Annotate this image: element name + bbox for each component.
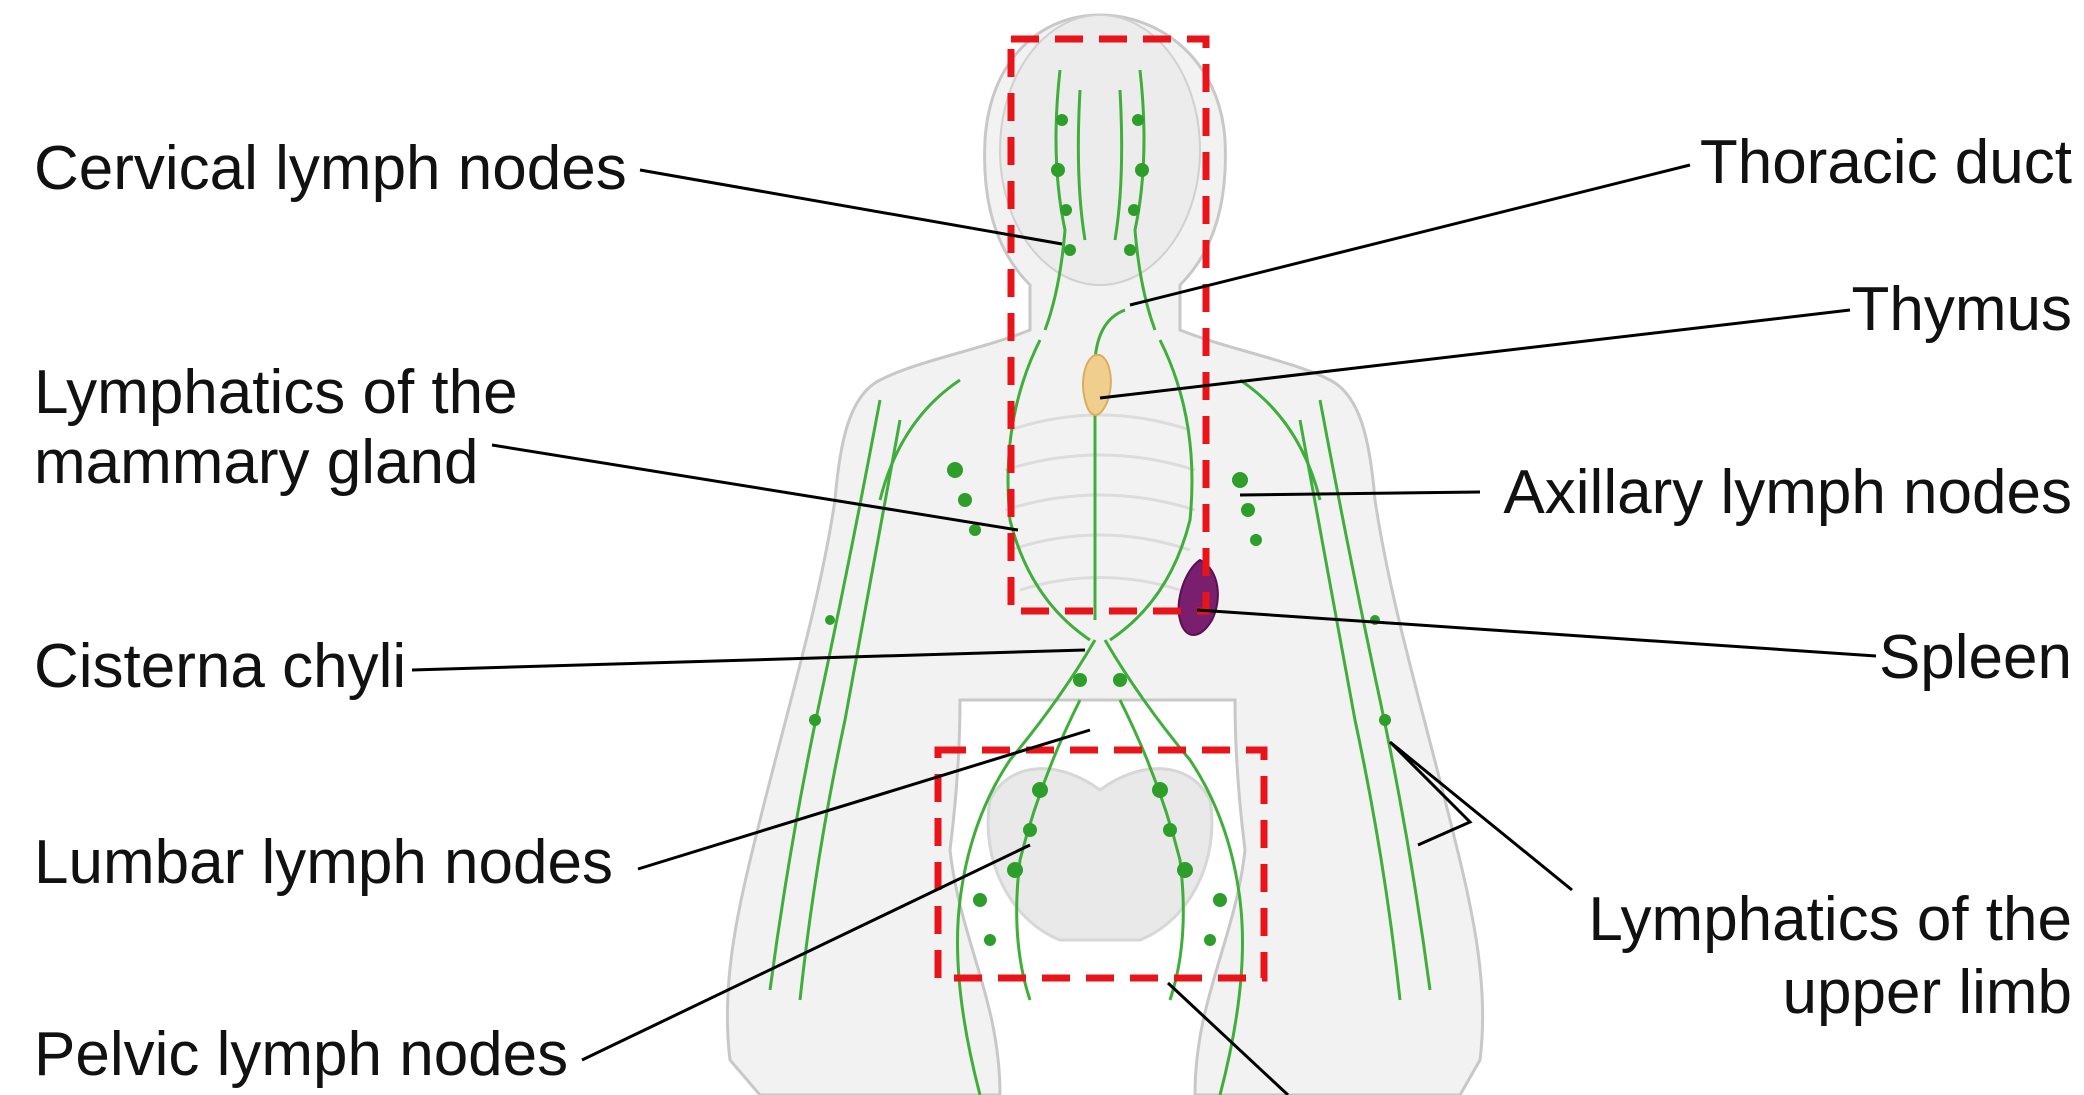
label-cervical-lymph-nodes: Cervical lymph nodes	[34, 134, 627, 204]
head	[1000, 15, 1200, 285]
label-mammary-line-2: mammary gland	[34, 428, 478, 498]
label-upper-limb-line-2: upper limb	[1783, 958, 2072, 1028]
label-spleen: Spleen	[1879, 623, 2072, 693]
label-pelvic-lymph-nodes: Pelvic lymph nodes	[34, 1020, 568, 1090]
label-lumbar-lymph-nodes: Lumbar lymph nodes	[34, 828, 613, 898]
body-silhouette	[727, 15, 1482, 1095]
label-thoracic-duct: Thoracic duct	[1700, 128, 2072, 198]
label-upper-limb-line-1: Lymphatics of the	[1588, 885, 2072, 955]
label-cisterna-chyli: Cisterna chyli	[34, 632, 406, 702]
label-thymus: Thymus	[1852, 275, 2072, 345]
label-mammary-line-1: Lymphatics of the	[34, 358, 518, 428]
label-axillary-lymph-nodes: Axillary lymph nodes	[1503, 458, 2072, 528]
